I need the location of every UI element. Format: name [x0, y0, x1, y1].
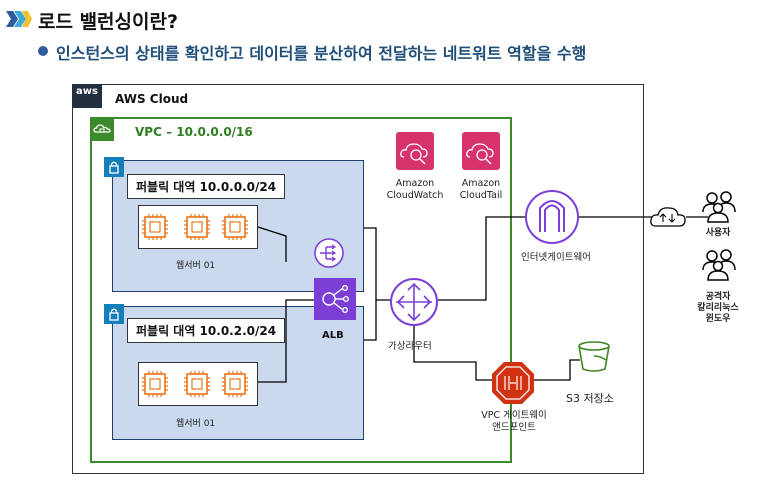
ec2-instance-icon [142, 214, 168, 240]
alb-label: ALB [322, 330, 344, 341]
page-title: 로드 밸런싱이란? [38, 11, 178, 33]
vpc-endpoint-icon [492, 362, 534, 404]
webserver-1-label: 웹서버 01 [176, 261, 216, 271]
subnet-2-label: 퍼블릭 대역 10.0.2.0/24 [127, 318, 286, 343]
vpc-cloud-icon [90, 117, 114, 141]
internet-cloud-icon [650, 207, 686, 227]
user-label: 사용자 [705, 228, 731, 238]
aws-logo-text: aws [76, 86, 98, 97]
s3-label: S3 저장소 [566, 392, 614, 405]
internet-gateway-icon [525, 190, 579, 244]
vpc-label: VPC – 10.0.0.0/16 [135, 125, 253, 139]
attacker-label-line2: 칼리리눅스 [697, 303, 739, 313]
title-bullet-icon [6, 11, 32, 27]
webserver-group-2 [138, 362, 258, 406]
subnet-1-label: 퍼블릭 대역 10.0.0.0/24 [127, 174, 286, 199]
cloudwatch-label: Amazon CloudWatch [380, 178, 450, 202]
cloudtail-icon [462, 132, 500, 170]
alb-glyph-icon [322, 285, 350, 314]
load-balancer-icon [314, 238, 344, 268]
vpc-endpoint-label-line2: 앤드포인트 [492, 422, 536, 433]
line-webserver2-alb [258, 299, 314, 383]
lock-icon [104, 304, 124, 324]
s3-bucket-icon [578, 341, 610, 372]
vpc-endpoint-label-line1: VPC 게이트웨이 [481, 410, 547, 421]
webserver-2-label: 웹서버 01 [176, 419, 216, 429]
aws-cloud-label: AWS Cloud [115, 92, 189, 106]
cloudtail-label: Amazon CloudTail [446, 178, 516, 202]
cloudwatch-label-line2: CloudWatch [386, 190, 444, 201]
aws-logo-icon [72, 84, 102, 108]
line-endpoint-s3 [534, 359, 580, 381]
line-subnet2-router [364, 300, 377, 341]
router-icon [390, 278, 438, 326]
line-subnet1-router [364, 227, 390, 301]
attacker-icon [702, 249, 736, 281]
subtitle-bullet [38, 46, 48, 56]
lock-icon [104, 157, 124, 177]
ec2-instance-icon [142, 371, 168, 397]
ec2-instance-icon [184, 214, 210, 240]
webserver-group-1 [138, 205, 258, 249]
aws-cloud-boundary [72, 84, 644, 474]
cloudwatch-label-line1: Amazon [395, 178, 435, 189]
ec2-instance-icon [222, 214, 248, 240]
internet-gateway-label: 인터넷게이트웨어 [521, 252, 591, 263]
router-label: 가상라우터 [388, 341, 432, 352]
user-icon [702, 191, 736, 223]
ec2-instance-icon [184, 371, 210, 397]
ec2-instance-icon [222, 371, 248, 397]
vpc-endpoint-label: VPC 게이트웨이 앤드포인트 [474, 410, 554, 434]
attacker-label-line1: 공격자 [705, 292, 731, 302]
line-router-endpoint [413, 326, 492, 381]
line-webserver1-alb [257, 226, 287, 262]
attacker-label: 공격자 칼리리눅스 윈도우 [693, 292, 743, 325]
cloudwatch-icon [396, 132, 434, 170]
attacker-label-line3: 윈도우 [705, 314, 731, 324]
vpc-boundary [90, 117, 512, 463]
cloudtail-label-line1: Amazon [461, 178, 501, 189]
line-router-igw [438, 216, 526, 301]
page-subtitle: 인스턴스의 상태를 확인하고 데이터를 분산하여 전달하는 네트워트 역할을 수… [56, 44, 587, 63]
cloudtail-label-line2: CloudTail [459, 190, 503, 201]
